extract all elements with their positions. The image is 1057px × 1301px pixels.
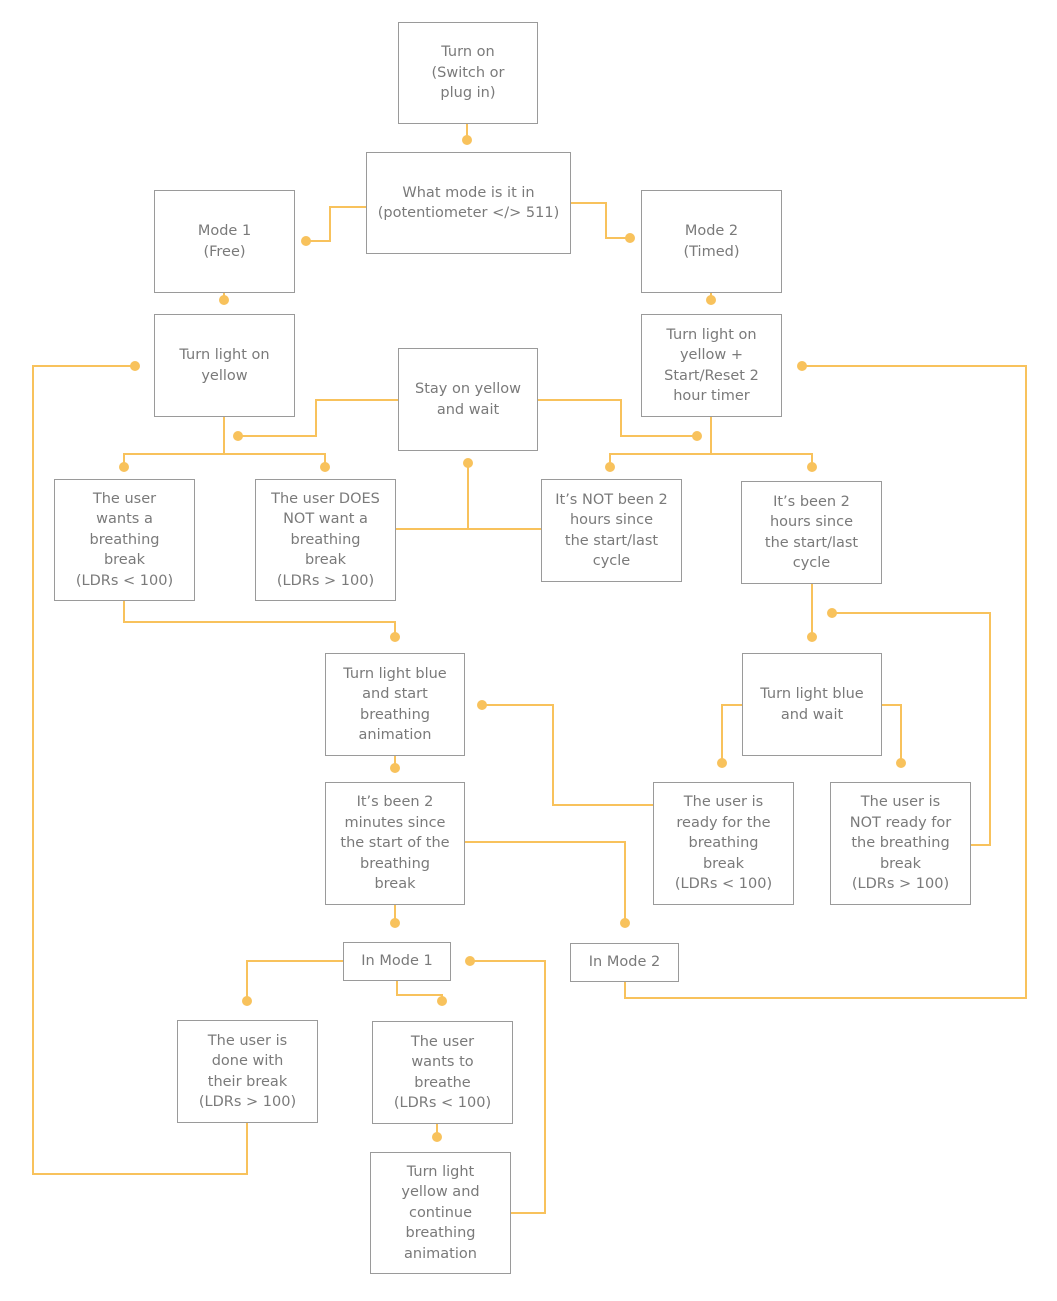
connector xyxy=(396,980,443,1001)
connector-dot xyxy=(242,996,252,1006)
node-blue-wait: Turn light blue and wait xyxy=(742,653,882,756)
connector xyxy=(882,704,902,763)
connector xyxy=(721,704,742,763)
node-mode-1: Mode 1 (Free) xyxy=(154,190,295,293)
connector xyxy=(123,600,396,637)
connector-dot xyxy=(605,462,615,472)
node-turn-yellow: Turn light on yellow xyxy=(154,314,295,417)
connector-dot xyxy=(807,632,817,642)
connector-dot xyxy=(463,458,473,468)
node-been-2-hours: It’s been 2 hours since the start/last c… xyxy=(741,481,882,584)
connector-dot xyxy=(390,632,400,642)
connector xyxy=(570,202,630,239)
connector xyxy=(32,365,248,1175)
connector-dot xyxy=(807,462,817,472)
connector-dot xyxy=(827,608,837,618)
connector-dot xyxy=(477,700,487,710)
connector-dot xyxy=(437,996,447,1006)
connector xyxy=(609,416,712,467)
connector xyxy=(238,399,398,437)
connector-dot xyxy=(233,431,243,441)
node-turn-yellow-timer: Turn light on yellow + Start/Reset 2 hou… xyxy=(641,314,782,417)
connector-dot xyxy=(130,361,140,371)
node-user-wants-breathe: The user wants to breathe (LDRs < 100) xyxy=(372,1021,513,1124)
connector-dot xyxy=(717,758,727,768)
node-user-not-want-break: The user DOES NOT want a breathing break… xyxy=(255,479,396,601)
node-turn-on: Turn on (Switch or plug in) xyxy=(398,22,538,124)
node-user-wants-break: The user wants a breathing break (LDRs <… xyxy=(54,479,195,601)
node-mode-2: Mode 2 (Timed) xyxy=(641,190,782,293)
connector-dot xyxy=(465,956,475,966)
connector xyxy=(624,365,1027,999)
node-been-2-minutes: It’s been 2 minutes since the start of t… xyxy=(325,782,465,905)
connector-dot xyxy=(706,295,716,305)
connector-dot xyxy=(625,233,635,243)
connector xyxy=(711,453,813,467)
node-user-done: The user is done with their break (LDRs … xyxy=(177,1020,318,1123)
node-stay-yellow: Stay on yellow and wait xyxy=(398,348,538,451)
node-in-mode-1: In Mode 1 xyxy=(343,942,451,981)
connector-dot xyxy=(219,295,229,305)
connector xyxy=(246,960,343,1001)
connector xyxy=(465,841,626,923)
connector-dot xyxy=(797,361,807,371)
node-what-mode: What mode is it in (potentiometer </> 51… xyxy=(366,152,571,254)
connector xyxy=(123,416,225,467)
connector xyxy=(538,399,697,437)
connector-dot xyxy=(320,462,330,472)
connector-dot xyxy=(692,431,702,441)
connector xyxy=(482,704,653,806)
node-not-2-hours: It’s NOT been 2 hours since the start/la… xyxy=(541,479,682,582)
node-yellow-continue: Turn light yellow and continue breathing… xyxy=(370,1152,511,1274)
node-user-ready: The user is ready for the breathing brea… xyxy=(653,782,794,905)
node-blue-animation: Turn light blue and start breathing anim… xyxy=(325,653,465,756)
connector-dot xyxy=(896,758,906,768)
connector-dot xyxy=(462,135,472,145)
node-user-not-ready: The user is NOT ready for the breathing … xyxy=(830,782,971,905)
connector-dot xyxy=(390,918,400,928)
connector-dot xyxy=(620,918,630,928)
connector-dot xyxy=(119,462,129,472)
node-in-mode-2: In Mode 2 xyxy=(570,943,679,982)
connector xyxy=(470,960,546,1214)
connector-dot xyxy=(390,763,400,773)
connector xyxy=(832,612,991,846)
connector xyxy=(224,453,326,467)
connector-dot xyxy=(301,236,311,246)
connector-dot xyxy=(432,1132,442,1142)
connector xyxy=(306,206,366,242)
